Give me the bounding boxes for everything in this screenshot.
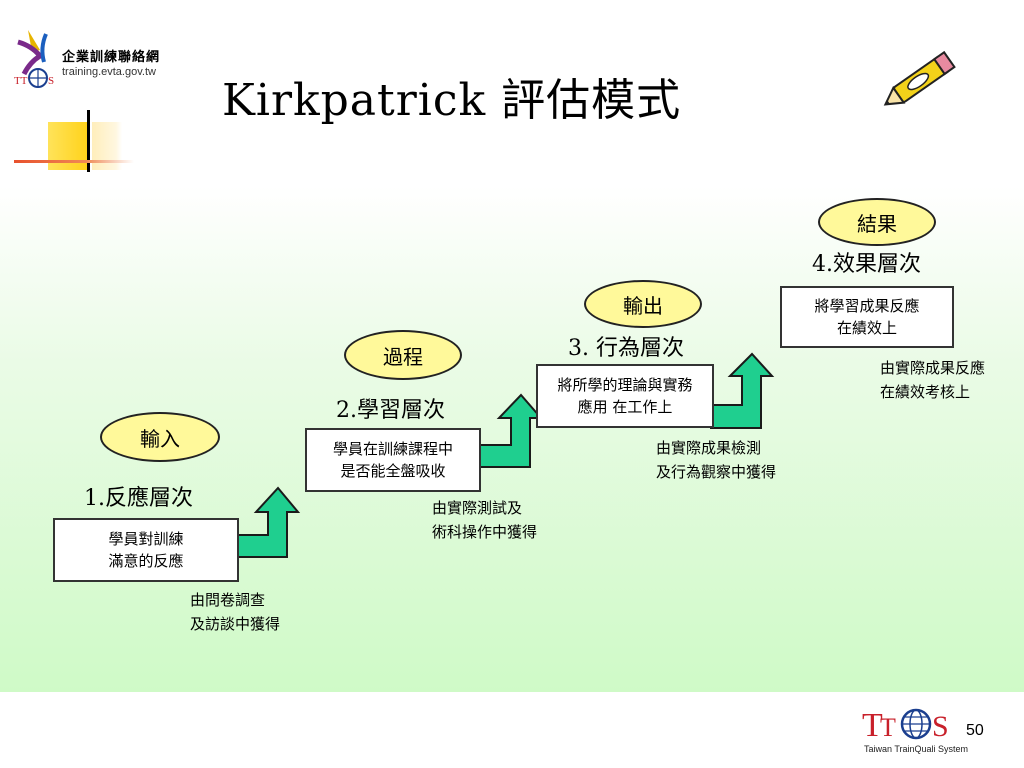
step-arrow-1	[236, 486, 301, 558]
org-url: training.evta.gov.tw	[62, 66, 156, 78]
evta-logo: TT S	[14, 30, 54, 88]
org-name: 企業訓練聯絡網	[62, 50, 161, 65]
box-line: 將學習成果反應	[814, 297, 920, 315]
phase-label: 結果	[857, 211, 897, 236]
note-line: 在績效考核上	[880, 383, 971, 401]
phase-oval-input: 輸入	[100, 412, 220, 462]
box-line: 學員對訓練	[108, 530, 184, 548]
level-note-4: 由實際成果反應 在績效考核上	[880, 356, 985, 404]
level-title-2: 2.學習層次	[336, 398, 445, 423]
level-box-3: 將所學的理論與實務 應用 在工作上	[536, 364, 714, 428]
level-title-4: 4.效果層次	[812, 252, 921, 277]
level-note-2: 由實際測試及 術科操作中獲得	[432, 496, 537, 544]
svg-text:S: S	[932, 710, 949, 743]
note-line: 及行為觀察中獲得	[656, 463, 777, 481]
step-arrow-3	[710, 352, 775, 429]
phase-label: 過程	[383, 344, 423, 369]
box-line: 在績效上	[836, 319, 897, 337]
svg-text:T: T	[880, 713, 896, 742]
box-line: 應用 在工作上	[577, 398, 673, 416]
level-box-1: 學員對訓練 滿意的反應	[53, 518, 239, 582]
page-title: Kirkpatrick 評估模式	[222, 75, 682, 126]
svg-text:T: T	[862, 707, 883, 744]
level-title-3: 3. 行為層次	[568, 336, 684, 361]
level-box-4: 將學習成果反應 在績效上	[780, 286, 954, 348]
note-line: 由實際成果反應	[880, 359, 986, 377]
pencil-icon	[883, 50, 956, 106]
ttqs-logo: T T S	[862, 707, 949, 744]
box-line: 將所學的理論與實務	[557, 376, 693, 394]
phase-oval-output: 輸出	[584, 280, 702, 328]
deco-vertical-line	[87, 110, 90, 172]
phase-label: 輸出	[623, 293, 663, 318]
step-arrow-2	[479, 393, 544, 468]
page-number: 50	[966, 722, 984, 739]
level-box-2: 學員在訓練課程中 是否能全盤吸收	[305, 428, 481, 492]
level-note-1: 由問卷調查 及訪談中獲得	[190, 588, 280, 636]
box-line: 滿意的反應	[108, 552, 184, 570]
box-line: 是否能全盤吸收	[340, 462, 446, 480]
phase-oval-result: 結果	[818, 198, 936, 246]
phase-label: 輸入	[140, 426, 180, 451]
ttqs-subtitle: Taiwan TrainQuali System	[864, 744, 969, 754]
note-line: 術科操作中獲得	[432, 523, 538, 541]
level-note-3: 由實際成果檢測 及行為觀察中獲得	[656, 436, 776, 484]
box-line: 學員在訓練課程中	[332, 440, 453, 458]
note-line: 由實際成果檢測	[656, 439, 762, 457]
note-line: 及訪談中獲得	[190, 615, 281, 633]
level-title-1: 1.反應層次	[84, 486, 193, 511]
deco-horizontal-line	[14, 160, 134, 163]
note-line: 由實際測試及	[432, 499, 523, 517]
svg-text:S: S	[48, 75, 54, 87]
phase-oval-process: 過程	[344, 330, 462, 380]
svg-text:TT: TT	[14, 75, 28, 87]
note-line: 由問卷調查	[190, 591, 266, 609]
